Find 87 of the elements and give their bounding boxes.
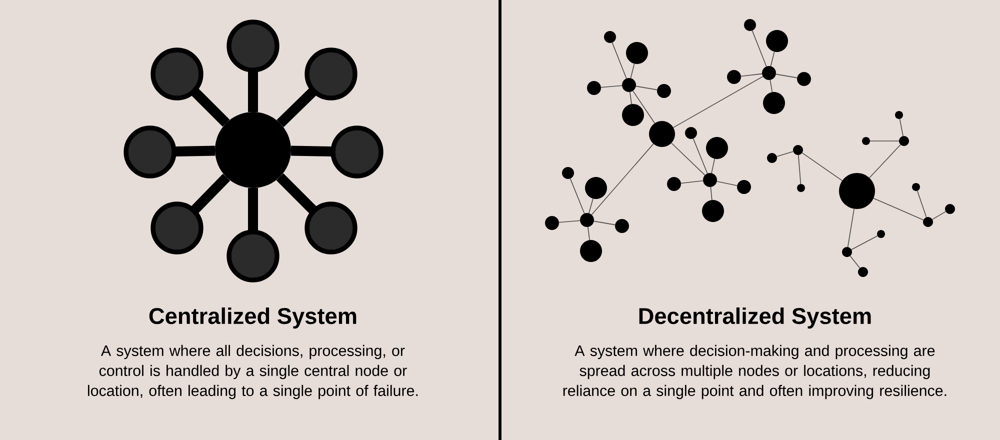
network-node — [585, 177, 607, 199]
connector-line — [680, 180, 704, 184]
connector-line — [591, 143, 654, 216]
connector-line — [770, 51, 775, 67]
network-node — [877, 230, 885, 238]
connector-line — [672, 76, 764, 128]
connector-line — [190, 174, 230, 214]
network-node — [858, 267, 868, 277]
heading: Centralized System — [149, 307, 356, 329]
heading: Decentralized System — [639, 307, 871, 329]
network-node — [912, 183, 920, 191]
connector-line — [594, 220, 616, 226]
network-node — [706, 137, 728, 159]
network-node — [737, 180, 751, 194]
network-node — [945, 204, 955, 214]
network-node — [622, 78, 636, 92]
network-node — [667, 177, 681, 191]
network-node — [626, 42, 648, 64]
description: A system where decision-making and processing are spread across multiple nodes or locations, reducing reliance on a single point and often improving resilience. — [563, 344, 946, 400]
connector-line — [248, 188, 258, 232]
network-node — [762, 66, 776, 80]
connector-line — [899, 118, 904, 136]
network-node — [562, 167, 574, 179]
network-node — [842, 247, 852, 257]
connector-line — [671, 142, 706, 176]
network-node — [727, 70, 741, 84]
network-node — [797, 184, 805, 192]
network-node — [766, 30, 788, 52]
network-node — [923, 217, 933, 227]
connector-line — [630, 63, 635, 79]
network-node — [580, 240, 602, 262]
network-node — [685, 127, 697, 139]
connector-line — [851, 235, 878, 250]
connector-line — [588, 198, 594, 214]
network-node — [615, 219, 629, 233]
connector-line — [868, 144, 901, 178]
connector-line — [630, 92, 632, 104]
connector-line — [740, 73, 762, 77]
connector-line — [711, 158, 716, 174]
network-node — [839, 173, 875, 209]
network-node — [545, 216, 559, 230]
connector-line — [190, 87, 230, 127]
connector-line — [932, 211, 946, 220]
network-node — [657, 84, 671, 98]
connector-line — [588, 226, 590, 240]
description: A system where all decisions, processing, or control is handled by a single central node or location, often leading to a single point of failure. — [88, 344, 418, 400]
connector-line — [873, 198, 924, 220]
network-node — [895, 111, 903, 119]
connector-line — [612, 42, 627, 79]
connector-line — [847, 208, 854, 248]
network-node — [703, 173, 717, 187]
connector-line — [276, 87, 318, 128]
connector-line — [636, 86, 658, 90]
connector-line — [692, 138, 708, 174]
connector-line — [802, 152, 843, 182]
connector-line — [174, 146, 216, 157]
network-node — [793, 145, 803, 155]
connector-line — [716, 181, 738, 186]
connector-line — [248, 70, 258, 112]
network-node — [767, 153, 777, 163]
connector-line — [600, 85, 622, 88]
connector-line — [632, 90, 656, 124]
network-node — [649, 121, 675, 147]
network-node — [580, 213, 594, 227]
connector-line — [850, 256, 860, 268]
connector-line — [752, 30, 767, 67]
network-node — [587, 81, 601, 95]
connector-line — [870, 140, 900, 142]
network-node — [702, 200, 724, 222]
connector-line — [570, 178, 585, 214]
network-node — [862, 137, 870, 145]
network-node — [744, 19, 756, 31]
connector-line — [710, 186, 712, 200]
connector-line — [558, 220, 580, 223]
network-node — [604, 31, 616, 43]
connector-line — [776, 74, 798, 78]
network-node — [622, 104, 644, 126]
connector-line — [290, 146, 334, 157]
connector-line — [776, 151, 794, 157]
network-node — [797, 72, 811, 86]
connector-line — [916, 190, 927, 218]
connector-line — [770, 80, 773, 93]
network-node — [763, 92, 785, 114]
connector-line — [798, 154, 802, 184]
hub-node — [215, 112, 291, 188]
connector-line — [276, 173, 318, 215]
network-node — [899, 136, 909, 146]
